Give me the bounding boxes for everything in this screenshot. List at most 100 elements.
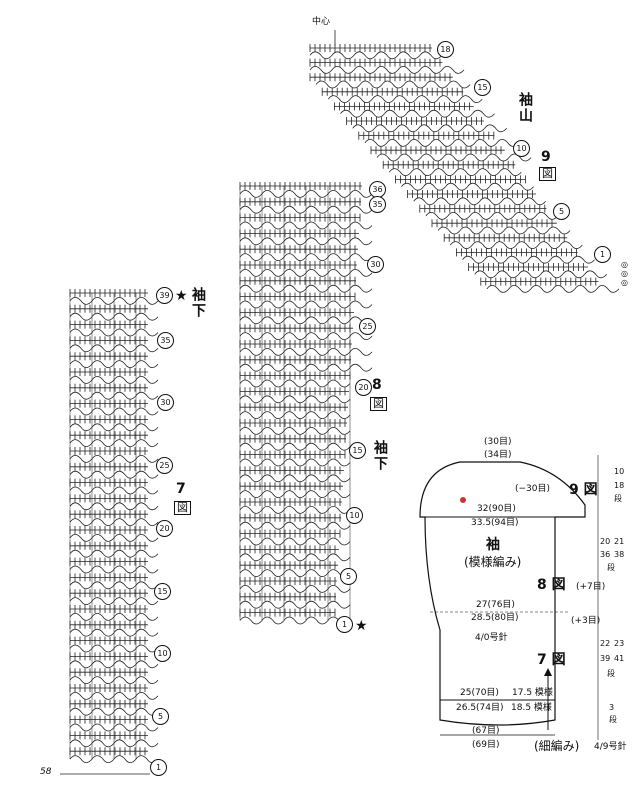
side-top-2: 18: [614, 481, 625, 490]
cap-chart-chain: [415, 95, 439, 103]
cap-chart-chain: [401, 182, 424, 191]
left-chart-chain: [91, 391, 115, 400]
fig7-unit: 図: [174, 501, 191, 515]
side-low-5: 段: [607, 669, 615, 678]
sleeve-schematic-outline: [419, 461, 586, 726]
cap-chart-chain: [515, 241, 539, 249]
mid-chart-chain: [305, 237, 329, 246]
mid-chart-chain: [305, 474, 329, 483]
mid-chart-chain: [239, 300, 263, 309]
left-chart-chain: [69, 312, 93, 321]
cap-chart-chain: [352, 124, 376, 133]
left-chart-chain: [135, 518, 159, 526]
cap-chart-chain: [493, 241, 517, 249]
left-chart-chain: [113, 407, 137, 416]
sch-fig7: 7 図: [537, 652, 566, 668]
left-chart-chain: [69, 755, 93, 763]
left-chart-chain: [135, 502, 159, 511]
mid-chart-chain: [327, 269, 351, 277]
cap-chart-chain: [513, 212, 537, 220]
row-marker-36: 36: [369, 181, 386, 198]
left-chart-chain: [135, 692, 159, 700]
start-marker-icon: [460, 497, 466, 503]
mid-chart-chain: [327, 458, 351, 467]
left-chart-chain: [113, 376, 137, 384]
cap-chart-chain: [435, 197, 459, 206]
mid-chart-chain: [283, 284, 307, 293]
sch-decrease: (−30目): [515, 484, 551, 494]
left-chart-chain: [135, 344, 159, 353]
cap-chart-chain: [425, 212, 449, 220]
mid-chart-chain: [239, 316, 263, 325]
left-chart-chain: [91, 723, 115, 732]
left-chart-chain: [69, 423, 93, 432]
cap-chart-chain: [486, 153, 510, 162]
left-chart-chain: [69, 581, 93, 590]
mid-chart-chain: [305, 537, 329, 546]
cap-chart-chain: [430, 139, 454, 147]
mid-chart-chain: [349, 300, 373, 309]
cap-chart-chain: [441, 66, 465, 74]
cap-chart-chain: [481, 226, 505, 235]
row-marker-10: 10: [513, 140, 530, 157]
mid-chart-chain: [305, 442, 329, 451]
mid-chart-chain: [327, 411, 351, 419]
cap-chart-chain: [437, 95, 461, 103]
fig7-number: 7: [176, 481, 186, 497]
cap-chart-chain: [525, 226, 549, 235]
mid-chart-chain: [327, 363, 351, 372]
left-chart-chain: [135, 660, 159, 669]
mid-chart-chain: [283, 332, 307, 340]
mid-chart-chain: [349, 269, 373, 277]
mid-chart-chain: [283, 600, 307, 609]
left-chart-chain: [91, 423, 115, 432]
mid-chart-chain: [239, 427, 263, 435]
mid-chart-chain: [261, 269, 285, 277]
left-chart-chain: [113, 391, 137, 400]
cap-chart-chain: [353, 66, 377, 74]
left-chart-chain: [113, 644, 137, 653]
left-chart-chain: [69, 455, 93, 463]
mid-chart-chain: [239, 253, 263, 261]
mid-chart-chain: [305, 521, 329, 530]
cap-chart-chain: [432, 168, 456, 176]
cap-chart-chain: [452, 139, 476, 147]
left-chart-chain: [91, 328, 115, 337]
left-chart-chain: [91, 439, 115, 447]
cap-chart-chain: [447, 80, 471, 89]
sch-low-width-1: 25(70目): [460, 688, 499, 698]
side-low-2: 23: [614, 639, 625, 648]
mid-chart-chain: [305, 190, 329, 198]
cap-chart-chain: [484, 124, 508, 133]
left-chart-chain: [69, 439, 93, 447]
cap-chart-chain: [445, 182, 468, 191]
left-chart-chain: [69, 739, 93, 748]
left-chart-chain: [135, 423, 159, 432]
mid-chart-chain: [327, 553, 351, 562]
cap-chart-chain: [410, 168, 434, 176]
row-marker-20: 20: [355, 379, 372, 396]
mid-chart-chain: [239, 600, 263, 609]
cap-chart-chain: [503, 226, 527, 235]
cap-chart-chain: [508, 153, 532, 162]
left-chart-chain: [69, 692, 93, 700]
side-mid-4: 38: [614, 550, 625, 559]
left-chart-chain: [69, 660, 93, 669]
left-chart-chain: [91, 565, 115, 574]
sch-inc2: (+3目): [571, 616, 601, 626]
left-chart-chain: [113, 739, 137, 748]
cap-chart-chain: [374, 124, 398, 133]
cap-chart-chain: [547, 226, 571, 235]
left-chart-chain: [135, 549, 159, 558]
mid-chart-chain: [305, 569, 329, 577]
left-chart-chain: [69, 723, 93, 732]
side-mid-3: 36: [600, 550, 611, 559]
mid-chart-chain: [305, 253, 329, 261]
left-chart-chain: [113, 534, 137, 542]
mid-chart-chain: [327, 300, 351, 309]
mid-chart-chain: [239, 553, 263, 562]
row-marker-30: 30: [367, 256, 384, 273]
mid-chart-chain: [327, 284, 351, 293]
mid-chart-chain: [239, 585, 263, 593]
sch-pattern: (模様編み): [464, 555, 522, 569]
